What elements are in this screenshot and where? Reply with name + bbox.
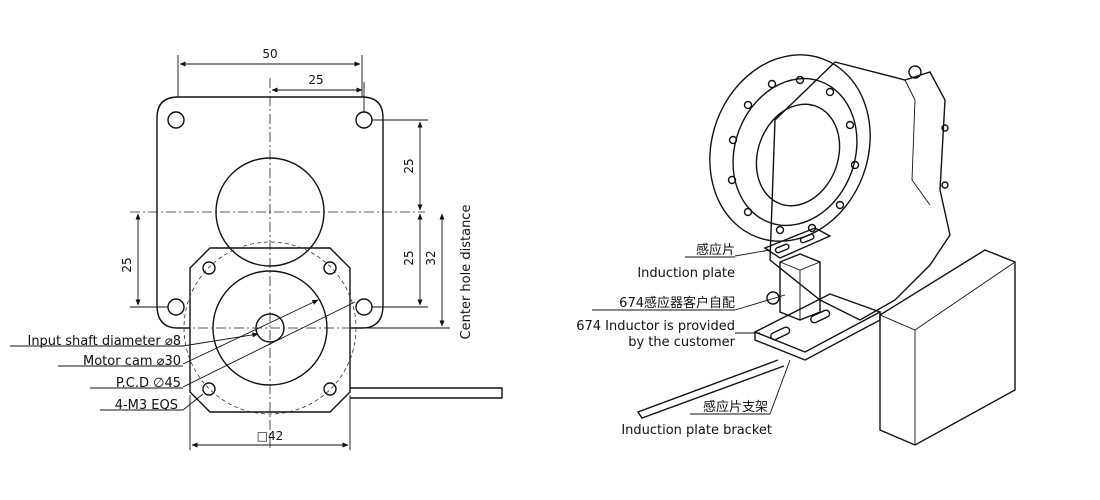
- motor-square-outline: [189, 247, 351, 413]
- reducer-housing: [769, 61, 951, 321]
- inductor-cn-label: 674感应器客户自配: [619, 295, 735, 311]
- flange-hole-tr: [355, 111, 373, 129]
- dim-half-25: 25: [308, 73, 323, 87]
- thread-holes-label: 4-M3 EQS: [115, 398, 178, 413]
- induction-plate: [763, 227, 832, 259]
- bracket-cn-label: 感应片支架: [703, 399, 768, 415]
- motor-hole-bl: [202, 382, 216, 396]
- inductor-en-line2: by the customer: [628, 335, 735, 350]
- pcd-label: P.C.D ∅45: [116, 376, 181, 391]
- output-flange-mid: [732, 77, 858, 227]
- output-flange-inner: [755, 103, 841, 207]
- sensor-cable: [636, 359, 785, 419]
- isometric-view: 感应片 Induction plate 674感应器客户自配 674 Induc…: [576, 54, 1016, 446]
- dim-right-lower-25: 25: [402, 250, 416, 265]
- front-view-drawing: 50 25 25 25 32 Center hole distance 25 □…: [10, 47, 503, 450]
- flange-hole-br: [355, 298, 373, 316]
- flange-hole-tl: [167, 111, 185, 129]
- center-hole-distance-label: Center hole distance: [459, 205, 474, 340]
- dim-right-upper-25: 25: [402, 158, 416, 173]
- motor-hole-br: [323, 382, 337, 396]
- motor-hole-tr: [323, 261, 337, 275]
- induction-plate-cn-label: 感应片: [696, 242, 735, 258]
- dim-left-25: 25: [120, 257, 134, 272]
- motor-body: [879, 249, 1016, 446]
- bracket-en-label: Induction plate bracket: [621, 423, 772, 438]
- induction-plate-bracket: [753, 293, 882, 353]
- flange-hole-bl: [167, 298, 185, 316]
- motor-hole-tl: [202, 261, 216, 275]
- flange-plate-outline: [156, 96, 384, 329]
- dim-square-42: □42: [257, 429, 284, 443]
- motor-cam-label: Motor cam ⌀30: [83, 354, 181, 369]
- dim-width-50: 50: [262, 47, 277, 61]
- dim-right-32: 32: [424, 250, 438, 265]
- induction-plate-en-label: Induction plate: [637, 266, 735, 281]
- inductor-en-line1: 674 Inductor is provided: [576, 319, 735, 334]
- input-shaft-diameter-label: Input shaft diameter ⌀8: [27, 334, 181, 349]
- output-flange-outer: [709, 54, 871, 242]
- cable: [350, 387, 503, 399]
